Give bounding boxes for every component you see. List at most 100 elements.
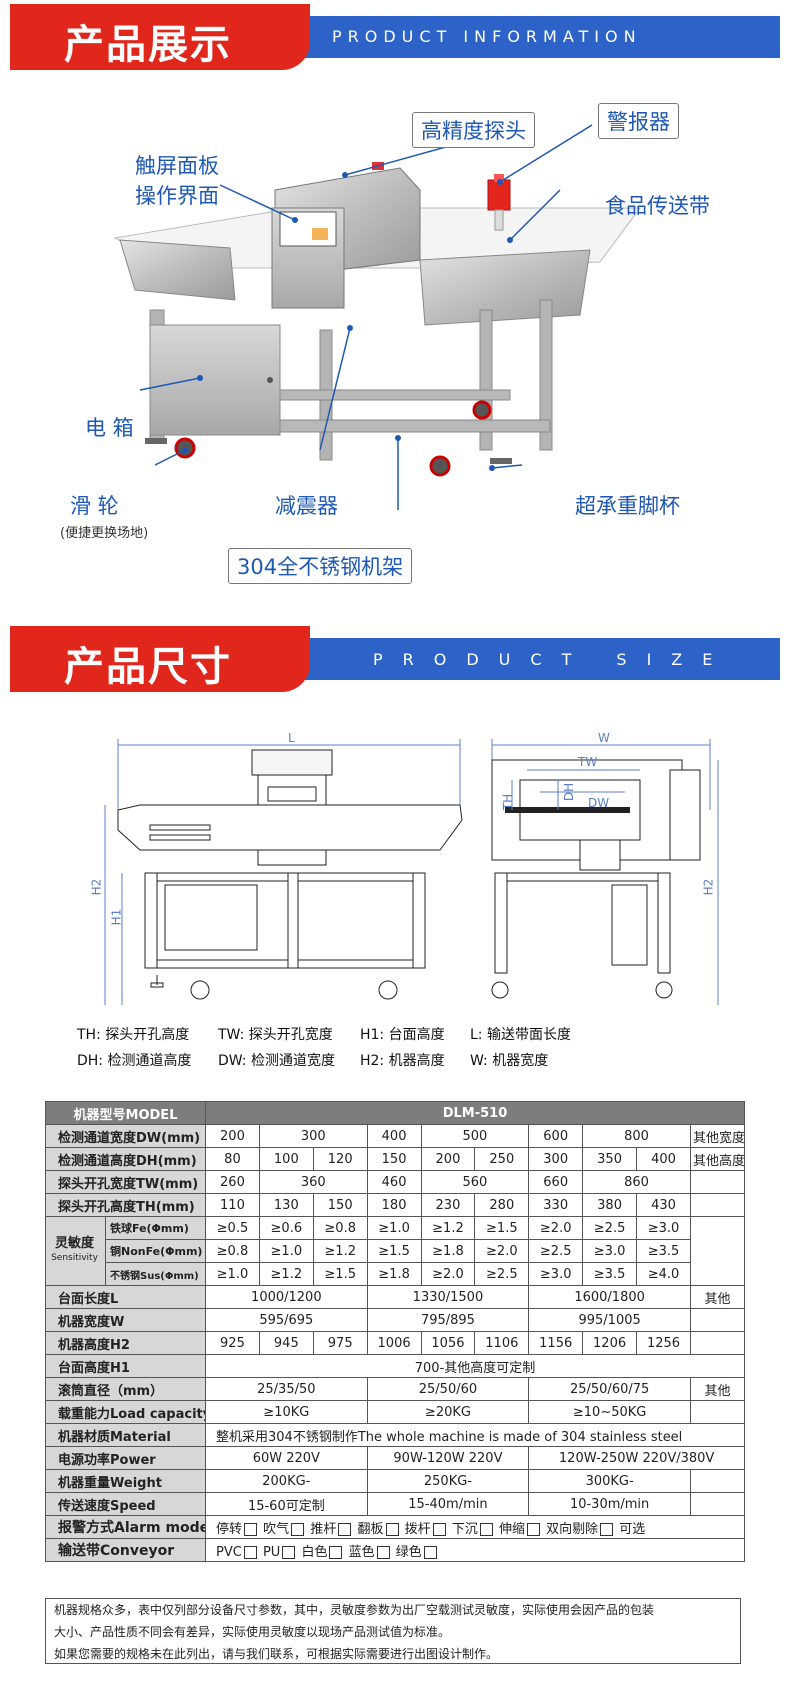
sensitivity-label-cn: 灵敏度: [54, 1236, 94, 1251]
width-label: 机器宽度W: [44, 1308, 207, 1332]
label-conveyor: 食品传送带: [605, 194, 710, 218]
table-cell: ≥3.5: [636, 1239, 691, 1263]
table-cell: ≥2.0: [528, 1216, 584, 1240]
checkbox[interactable]: [282, 1545, 296, 1559]
table-cell: [689, 1400, 746, 1424]
machine-photo: [113, 124, 641, 510]
legend-dw: DW: 检测通道宽度: [218, 1053, 335, 1069]
checkbox[interactable]: [338, 1522, 352, 1536]
nonfe-label: 铜NonFe(Φmm): [104, 1239, 207, 1263]
table-cell: 1600/1800: [528, 1285, 691, 1309]
table-cell: 280: [474, 1193, 530, 1217]
checkbox[interactable]: [376, 1545, 390, 1559]
table-cell: ≥0.6: [258, 1216, 314, 1240]
table-cell: 80: [205, 1147, 260, 1171]
table-cell: ≥1.0: [205, 1262, 260, 1286]
table-cell: 其他: [689, 1377, 746, 1401]
table-cell: 860: [582, 1170, 691, 1194]
length-label: 台面长度L: [44, 1285, 207, 1309]
section-header-bar-info: [290, 16, 780, 58]
table-cell: ≥2.5: [582, 1216, 638, 1240]
checkbox[interactable]: [600, 1522, 614, 1536]
table-cell: ≥2.5: [528, 1239, 584, 1263]
power-label: 电源功率Power: [44, 1446, 207, 1470]
table-cell: 60W 220V: [205, 1446, 368, 1470]
dw-label: 检测通道宽度DW(mm): [44, 1124, 207, 1148]
dim-label-TW: TW: [578, 755, 598, 769]
th-label: 探头开孔高度TH(mm): [44, 1193, 207, 1217]
checkbox[interactable]: [243, 1545, 257, 1559]
alarm-options: 停转 吹气 推杆 翻板 拨杆 下沉 伸缩 双向剔除 可选: [205, 1515, 745, 1539]
label-touch-interface: 操作界面: [135, 184, 219, 208]
table-cell: 120W-250W 220V/380V: [528, 1446, 745, 1470]
dim-label-W: W: [598, 731, 610, 745]
table-cell: 600: [528, 1124, 584, 1148]
label-damper: 减震器: [275, 494, 338, 518]
table-cell: 180: [366, 1193, 422, 1217]
alarm-option: 推杆: [310, 1521, 337, 1537]
table-cell: 25/35/50: [205, 1377, 368, 1401]
table-cell: 330: [528, 1193, 584, 1217]
alarm-option: 伸缩: [498, 1521, 525, 1537]
table-row-weight: 机器重量Weight 200KG- 250KG- 300KG-: [44, 1469, 746, 1493]
table-cell: ≥3.0: [582, 1239, 638, 1263]
table-row-alarm: 报警方式Alarm mode 停转 吹气 推杆 翻板 拨杆 下沉 伸缩 双向剔除…: [44, 1515, 745, 1539]
table-cell: ≥3.0: [528, 1262, 584, 1286]
table-cell: 350: [582, 1147, 638, 1171]
table-cell: 130: [258, 1193, 314, 1217]
checkbox[interactable]: [329, 1545, 343, 1559]
tw-label: 探头开孔宽度TW(mm): [44, 1170, 207, 1194]
table-cell: ≥10~50KG: [528, 1400, 691, 1424]
checkbox[interactable]: [244, 1522, 258, 1536]
checkbox[interactable]: [423, 1545, 437, 1559]
legend-w: W: 机器宽度: [470, 1053, 549, 1069]
table-cell: 430: [636, 1193, 691, 1217]
dim-label-L: L: [288, 731, 295, 745]
table-cell: ≥1.0: [366, 1216, 422, 1240]
dh-label: 检测通道高度DH(mm): [44, 1147, 207, 1171]
table-cell: ≥3.0: [636, 1216, 691, 1240]
dimension-drawing: [104, 739, 719, 1005]
table-cell: 975: [312, 1331, 368, 1355]
table-cell: 150: [312, 1193, 368, 1217]
table-cell: 995/1005: [528, 1308, 691, 1332]
table-cell: 560: [420, 1170, 530, 1194]
checkbox[interactable]: [291, 1522, 305, 1536]
label-frame: 304全不锈钢机架: [228, 548, 413, 584]
table-cell: ≥1.2: [258, 1262, 314, 1286]
table-row-sus: 不锈钢Sus(Φmm) ≥1.0 ≥1.2 ≥1.5 ≥1.8 ≥2.0 ≥2.…: [46, 1262, 745, 1286]
dim-label-H2-side: H2: [701, 878, 716, 896]
table-cell: 1106: [474, 1331, 530, 1355]
h2-label: 机器高度H2: [44, 1331, 207, 1355]
dim-label-DH: DH: [562, 782, 577, 802]
table-cell: 1330/1500: [366, 1285, 530, 1309]
table-cell: ≥1.5: [312, 1262, 368, 1286]
dim-label-DW: DW: [588, 796, 610, 810]
table-cell: 200: [205, 1124, 260, 1148]
checkbox[interactable]: [432, 1522, 446, 1536]
table-cell: 1156: [528, 1331, 584, 1355]
checkbox[interactable]: [526, 1522, 540, 1536]
table-cell: 250: [474, 1147, 530, 1171]
checkbox[interactable]: [385, 1522, 399, 1536]
checkbox[interactable]: [479, 1522, 493, 1536]
legend-dh: DH: 检测通道高度: [77, 1053, 192, 1069]
conveyor-option: PU: [262, 1544, 281, 1560]
legend-th: TH: 探头开孔高度: [77, 1027, 190, 1043]
table-cell: ≥20KG: [366, 1400, 530, 1424]
conveyor-label: 输送带Conveyor: [44, 1538, 207, 1562]
table-row-dw: 检测通道宽度DW(mm) 200 300 400 500 600 800 其他宽…: [44, 1124, 746, 1148]
table-cell: 500: [420, 1124, 530, 1148]
label-probe: 高精度探头: [412, 112, 535, 148]
table-cell: [689, 1492, 746, 1516]
table-cell: ≥0.8: [205, 1239, 260, 1263]
table-row-h2: 机器高度H2 925 945 975 1006 1056 1106 1156 1…: [44, 1331, 746, 1355]
table-cell: 230: [420, 1193, 476, 1217]
table-cell: [689, 1308, 746, 1332]
table-row-conveyor: 输送带Conveyor PVC PU 白色 蓝色 绿色: [44, 1538, 745, 1562]
table-cell: 360: [258, 1170, 368, 1194]
alarm-option: 拨杆: [404, 1521, 431, 1537]
table-cell: ≥1.5: [474, 1216, 530, 1240]
label-foot: 超承重脚杯: [575, 494, 680, 518]
table-row-model: 机器型号MODEL DLM-510: [44, 1101, 745, 1125]
